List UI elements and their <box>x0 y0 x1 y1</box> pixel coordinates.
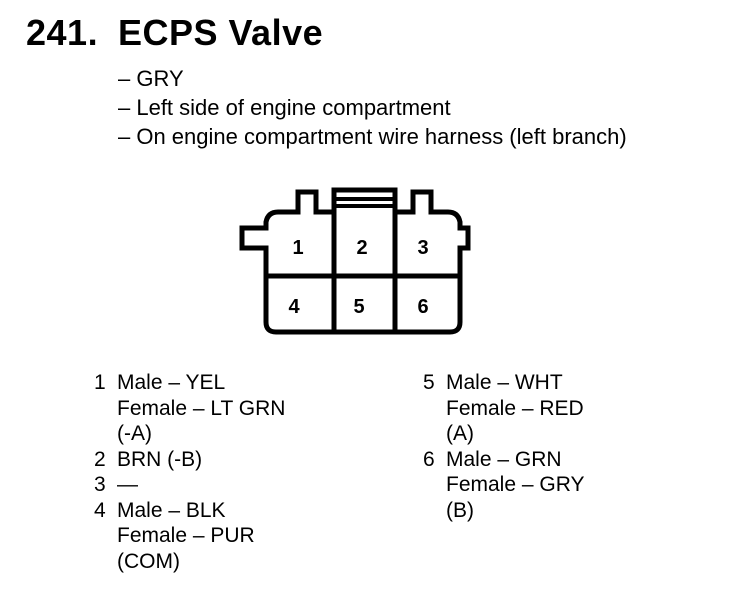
pin-wire-female: Female – LT GRN <box>117 396 286 420</box>
pin-wire: BRN (-B) <box>117 447 203 471</box>
component-details: – GRY – Left side of engine compartment … <box>118 64 627 151</box>
connector-housing <box>239 187 471 335</box>
pin-function: (-A) <box>117 422 152 445</box>
pin-wire-male: Male – WHT <box>446 371 563 394</box>
pin-number: 5 <box>423 371 435 394</box>
connector-diagram: 1 2 3 4 5 6 <box>239 187 471 335</box>
pin-number: 2 <box>94 447 106 471</box>
detail-color: – GRY <box>118 66 184 91</box>
cavity-label-4: 4 <box>288 296 300 318</box>
pin-wire-male: Male – YEL <box>117 371 226 394</box>
pin-5: 5 Male – WHT Female – RED (A) <box>423 370 585 447</box>
pin-function: (B) <box>446 498 474 522</box>
cavity-label-3: 3 <box>417 237 428 259</box>
pin-6: 6 Male – GRN Female – GRY (B) <box>423 447 585 524</box>
detail-location: – Left side of engine compartment <box>118 95 451 120</box>
pin-wire-male: Male – BLK <box>117 498 226 522</box>
pin-wire: — <box>117 473 138 496</box>
pin-2: 2 BRN (-B) <box>94 447 285 473</box>
pin-function: (COM) <box>117 549 180 573</box>
pin-wire-female: Female – PUR <box>117 524 255 547</box>
pin-wire-female: Female – RED <box>446 396 584 420</box>
pin-number: 1 <box>94 371 106 394</box>
pin-number: 3 <box>94 473 106 496</box>
pin-3: 3 — <box>94 472 285 498</box>
pin-1: 1 Male – YEL Female – LT GRN (-A) <box>94 370 285 447</box>
pinout-right-column: 5 Male – WHT Female – RED (A) 6 Male – G… <box>423 370 585 523</box>
component-name: ECPS Valve <box>118 12 324 53</box>
cavity-label-6: 6 <box>417 296 428 318</box>
detail-harness: – On engine compartment wire harness (le… <box>118 124 627 149</box>
cavity-label-1: 1 <box>292 237 303 259</box>
pin-function: (A) <box>446 422 474 445</box>
item-number: 241. <box>26 12 99 53</box>
pin-number: 4 <box>94 498 106 522</box>
pinout-left-column: 1 Male – YEL Female – LT GRN (-A) 2 BRN … <box>94 370 285 574</box>
pin-number: 6 <box>423 447 435 471</box>
pin-4: 4 Male – BLK Female – PUR (COM) <box>94 498 285 575</box>
cavity-label-2: 2 <box>356 237 367 259</box>
page-title: 241. ECPS Valve <box>26 12 323 54</box>
pin-wire-female: Female – GRY <box>446 473 585 496</box>
pin-wire-male: Male – GRN <box>446 447 562 471</box>
cavity-label-5: 5 <box>353 296 364 318</box>
